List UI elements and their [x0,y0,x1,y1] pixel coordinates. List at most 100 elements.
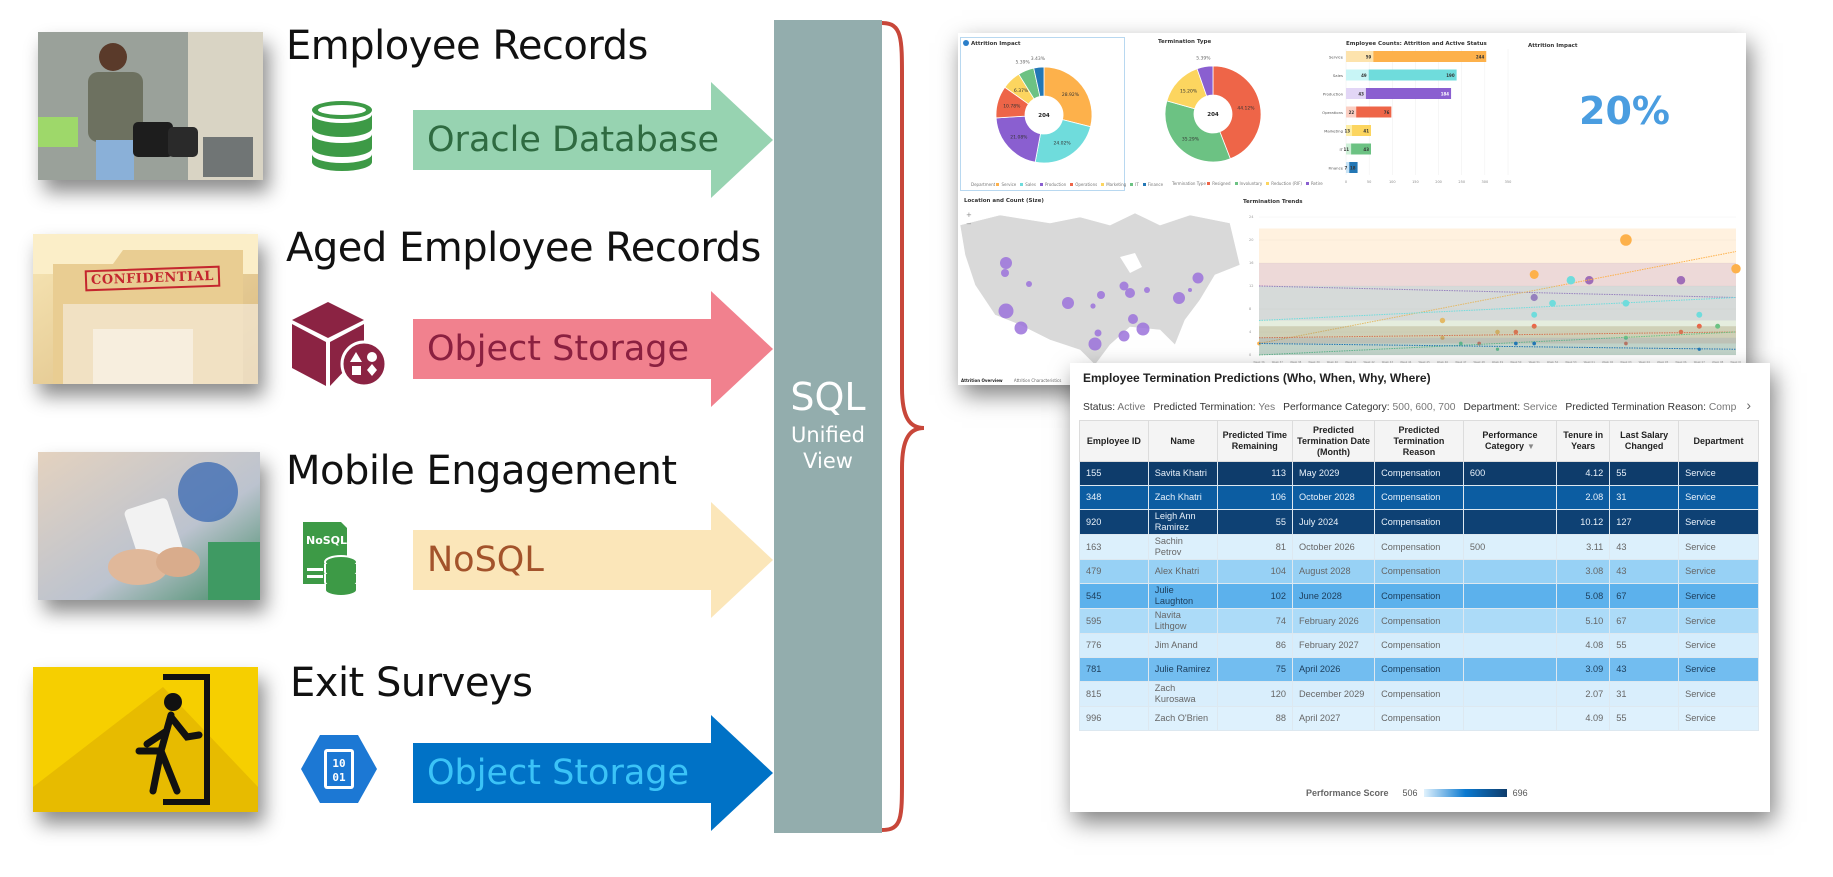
data-point[interactable] [1531,311,1538,318]
location-bubble[interactable] [1144,287,1150,293]
location-bubble-map[interactable] [960,205,1240,375]
bar-active[interactable] [1352,125,1371,136]
location-bubble[interactable] [1062,297,1074,309]
column-header[interactable]: Predicted Time Remaining [1216,420,1294,462]
data-point[interactable] [1529,270,1539,279]
tab-attrition-characteristics[interactable]: Attrition Characteristics [1013,378,1062,383]
location-bubble[interactable] [998,303,1014,319]
pie-slice-finance[interactable] [1033,66,1045,97]
location-bubble[interactable] [1014,321,1028,335]
sort-caret-icon[interactable]: ▼ [1526,442,1535,451]
location-bubble[interactable] [1188,288,1192,292]
location-bubble[interactable] [1097,291,1105,299]
data-point[interactable] [1731,264,1741,274]
tab-attrition-overview[interactable]: Attrition Overview [961,378,1003,383]
data-point[interactable] [1513,329,1519,335]
location-bubble[interactable] [1088,337,1102,351]
bar-active[interactable] [1356,106,1392,118]
legend-item[interactable]: Operations [1070,182,1097,187]
legend-item[interactable]: Retire [1305,181,1323,186]
data-point[interactable] [1697,347,1701,351]
location-bubble[interactable] [1118,330,1130,342]
location-bubble[interactable] [1026,281,1032,287]
pie-slice-resigned[interactable] [1212,65,1262,160]
column-header[interactable]: Tenure in Years [1556,420,1611,462]
filter-chip[interactable]: Predicted Termination Reason: Comp [1565,402,1736,413]
bar-active[interactable] [1373,51,1487,62]
bar-attrition[interactable] [1346,69,1369,81]
data-point[interactable] [1622,299,1630,307]
zoom-in-button[interactable]: + [966,211,972,219]
filter-chip[interactable]: Predicted Termination: Yes [1153,402,1275,413]
data-point[interactable] [1495,329,1500,335]
location-bubble[interactable] [1000,257,1012,269]
legend-item[interactable]: Involuntary [1234,181,1262,186]
data-point[interactable] [1440,335,1445,340]
zoom-out-button[interactable]: − [966,220,972,228]
location-bubble[interactable] [1192,272,1204,284]
location-bubble[interactable] [1119,281,1129,291]
bar-attrition[interactable] [1346,88,1366,99]
location-bubble[interactable] [1125,288,1135,298]
location-bubble[interactable] [1001,269,1009,277]
bar-attrition[interactable] [1346,143,1352,155]
info-icon[interactable] [963,40,969,46]
column-header[interactable]: Performance Category▼ [1462,420,1558,462]
column-header[interactable]: Last Salary Changed [1609,420,1680,462]
legend-item[interactable]: Production [1039,182,1066,187]
bar-attrition[interactable] [1346,51,1374,62]
data-point[interactable] [1549,299,1556,307]
data-point[interactable] [1623,335,1628,340]
location-bubble[interactable] [1094,329,1102,337]
data-point[interactable] [1620,234,1632,246]
pie-slice-service[interactable] [1043,66,1093,128]
column-header[interactable]: Department [1678,420,1759,462]
legend-item[interactable]: Sales [1020,182,1036,187]
legend-item[interactable]: Finance [1142,182,1163,187]
data-point[interactable] [1532,341,1537,346]
bar-active[interactable] [1351,143,1371,155]
location-bubble[interactable] [1128,314,1138,324]
location-bubble[interactable] [1090,303,1096,309]
data-point[interactable] [1439,317,1446,324]
pie-slice-sales[interactable] [1034,119,1092,164]
data-point[interactable] [1676,275,1686,285]
data-point[interactable] [1696,323,1702,329]
bar-active[interactable] [1365,88,1452,99]
pie-slice-retire[interactable] [1196,65,1214,97]
column-header[interactable]: Predicted Termination Date (Month) [1291,420,1376,462]
pie-slice-involuntary[interactable] [1164,100,1231,163]
legend-item[interactable]: Resigned [1207,181,1231,186]
bar-attrition[interactable] [1346,162,1350,173]
data-point[interactable] [1531,323,1537,329]
column-header[interactable]: Employee ID [1079,420,1149,462]
legend-item[interactable]: Service [996,182,1016,187]
bar-attrition[interactable] [1346,125,1353,136]
data-point[interactable] [1624,341,1628,346]
data-point[interactable] [1696,311,1703,318]
data-point[interactable] [1495,347,1500,351]
data-point[interactable] [1530,293,1538,302]
pie-slice-production[interactable] [995,115,1041,163]
chevron-right-icon[interactable]: › [1746,397,1752,413]
legend-item[interactable]: Reduction (RIF) [1266,181,1302,186]
data-point[interactable] [1514,341,1518,346]
filter-chip[interactable]: Status: Active [1083,402,1145,413]
data-point[interactable] [1715,323,1721,329]
filter-chip[interactable]: Performance Category: 500, 600, 700 [1283,402,1455,413]
column-header[interactable]: Name [1147,420,1218,462]
legend-item[interactable]: IT [1130,182,1139,187]
location-bubble[interactable] [1173,292,1185,304]
bar-active[interactable] [1368,69,1457,81]
data-point[interactable] [1566,275,1576,285]
